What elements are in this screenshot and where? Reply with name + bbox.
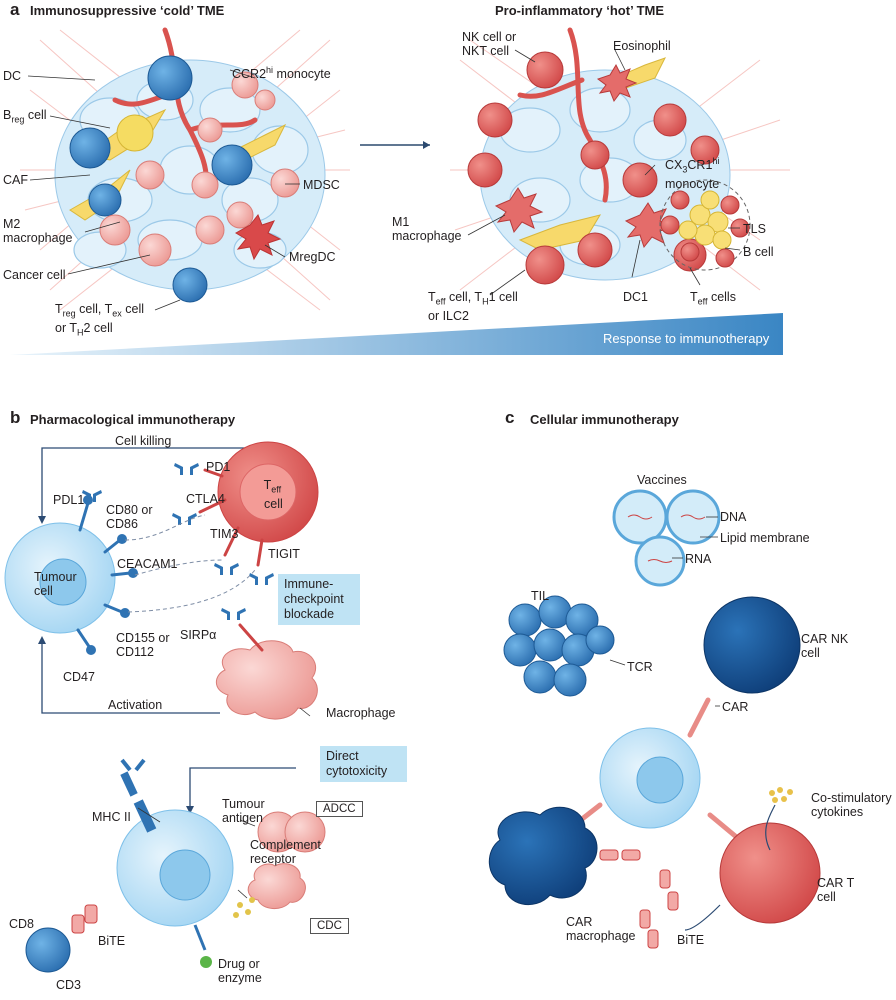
tumour-cell-label: Tumour cell <box>34 570 77 598</box>
panel-bc-leader-lines <box>137 516 720 899</box>
car-label: CAR <box>722 700 749 714</box>
tumour-cell-graphic <box>4 522 116 634</box>
dna-label: DNA <box>720 510 747 524</box>
tcr-label: TCR <box>627 660 653 674</box>
cell-killing-label: Cell killing <box>115 434 172 448</box>
m2-macrophage-label: M2 macrophage <box>3 217 73 245</box>
tumour-receptors <box>76 501 132 650</box>
til-cluster <box>503 595 615 697</box>
cytokine-dots <box>769 787 793 803</box>
cd8-label: CD8 <box>9 917 35 931</box>
vaccines-label: Vaccines <box>637 473 687 487</box>
activation-label: Activation <box>108 698 163 712</box>
cold-tme-title: Immunosuppressive ‘cold’ TME <box>30 3 225 18</box>
mregdc-label: MregDC <box>289 250 336 264</box>
panel-c-title: Cellular immunotherapy <box>530 412 679 427</box>
complement-receptor-label: Complement receptor <box>250 838 321 866</box>
checkpoint-dashes <box>124 514 256 613</box>
drug-enzyme-dot <box>200 956 212 968</box>
bite-arrow <box>684 904 721 931</box>
hot-tme-title: Pro-inflammatory ‘hot’ TME <box>495 3 665 18</box>
ctla4-label: CTLA4 <box>186 492 225 506</box>
direct-cytotoxicity-box: Direct cytotoxicity <box>320 746 407 782</box>
breg-label: Breg cell <box>3 108 47 125</box>
tigit-label: TIGIT <box>268 547 300 561</box>
pd1-label: PD1 <box>206 460 231 474</box>
mdsc-label: MDSC <box>303 178 340 192</box>
m1-macrophage-label: M1 macrophage <box>392 215 462 243</box>
hot-tme-illustration <box>450 27 790 291</box>
treg-label: Treg cell, Tex cell or TH2 cell <box>55 302 144 337</box>
costimulatory-label: Co-stimulatory cytokines <box>811 791 892 819</box>
ccr2-monocyte-label: CCR2hi monocyte <box>232 65 331 82</box>
adcc-cells <box>257 811 326 853</box>
cold-tme-illustration <box>20 27 350 311</box>
response-banner-label: Response to immunotherapy <box>603 331 770 346</box>
teff-receptors <box>198 468 264 652</box>
tls-label: TLS <box>743 222 766 236</box>
panel-b-arrows <box>41 447 296 810</box>
bite-label-b: BiTE <box>98 934 126 948</box>
tumour-cell-2-graphic <box>116 809 234 927</box>
nk-cell-label: NK cell or NKT cell <box>462 30 517 58</box>
til-label: TIL <box>531 589 550 603</box>
ceacam1-label: CEACAM1 <box>117 557 178 571</box>
pdl1-label: PDL1 <box>53 493 85 507</box>
adcc-box: ADCC <box>316 801 363 817</box>
panel-b-title: Pharmacological immunotherapy <box>30 412 236 427</box>
vaccines-graphic <box>612 489 721 587</box>
car-macrophage-graphic <box>488 806 598 905</box>
cd8-cell-graphic <box>25 927 71 973</box>
drug-conjugate <box>193 924 207 951</box>
bite-label-c: BiTE <box>677 933 705 947</box>
teff-cells-label: Teff cells <box>690 290 736 307</box>
complement-dots <box>233 897 255 918</box>
cd47-label: CD47 <box>63 670 95 684</box>
cd80-label: CD80 or CD86 <box>106 503 153 531</box>
cdc-box: CDC <box>310 918 349 934</box>
car-t-label: CAR T cell <box>817 876 855 904</box>
mhc-complex <box>120 758 157 833</box>
b-cell-label: B cell <box>743 245 774 259</box>
checkpoint-blockade-box: Immune-checkpoint blockade <box>278 574 360 625</box>
bite-molecule-b <box>71 904 98 934</box>
eosinophil-label: Eosinophil <box>613 39 671 53</box>
bite-molecules-c <box>599 849 679 949</box>
panel-b-letter: b <box>10 408 21 427</box>
car-nk-label: CAR NK cell <box>801 632 849 660</box>
cd3-label: CD3 <box>56 978 82 992</box>
tim3-label: TIM3 <box>210 527 239 541</box>
response-wedge <box>10 313 783 355</box>
macrophage-graphic <box>215 640 318 720</box>
transition-arrow <box>360 141 430 149</box>
car-t-cell-graphic <box>719 822 821 924</box>
dc1-label: DC1 <box>623 290 649 304</box>
teff-cell-graphic <box>217 441 319 543</box>
macrophage-label: Macrophage <box>326 706 396 720</box>
rna-label: RNA <box>685 552 712 566</box>
mhc2-label: MHC II <box>92 810 131 824</box>
panel-a-leader-lines <box>27 49 741 311</box>
cancer-cell-label: Cancer cell <box>3 268 66 282</box>
cdc-complement-cell <box>247 863 306 909</box>
teff-th1-label: Teff cell, TH1 cell or ILC2 <box>428 290 518 323</box>
tumour-antigen-label: Tumour antigen <box>222 797 265 825</box>
target-tumour-cell-c <box>599 727 701 829</box>
car-macrophage-label: CAR macrophage <box>566 915 636 943</box>
panel-a-letter: a <box>10 0 20 19</box>
cd155-label: CD155 or CD112 <box>116 631 170 659</box>
dc-label: DC <box>3 69 22 83</box>
drug-enzyme-label: Drug or enzyme <box>218 957 262 985</box>
antibodies-b <box>82 463 274 620</box>
cx3cr1-monocyte-label: CX3CR1hi monocyte <box>665 156 720 191</box>
caf-label: CAF <box>3 173 28 187</box>
lipid-membrane-label: Lipid membrane <box>720 531 810 545</box>
panel-c-letter: c <box>505 408 515 427</box>
car-nk-cell-graphic <box>703 596 801 694</box>
sirpa-label: SIRPα <box>180 628 217 642</box>
